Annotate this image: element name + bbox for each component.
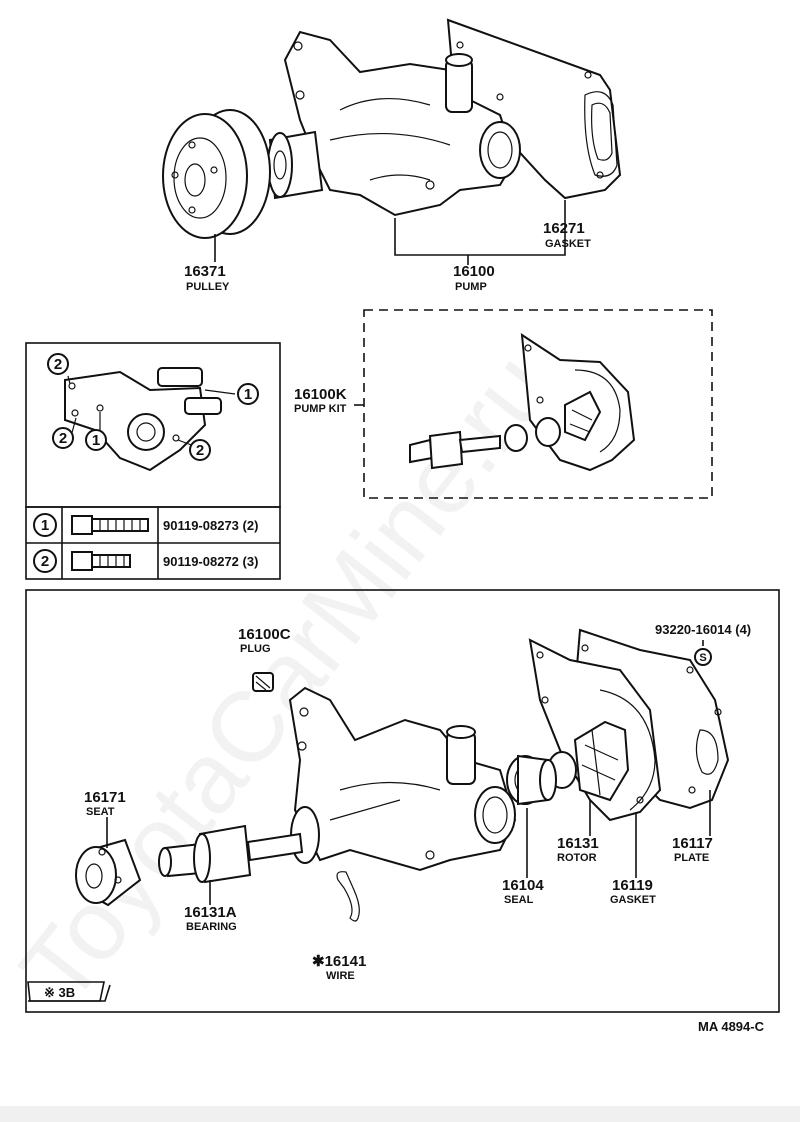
- bolt-marker-2: 2: [59, 430, 67, 447]
- plate-number: 16117: [672, 835, 713, 852]
- gasket-bottom-label: GASKET: [610, 894, 656, 906]
- pulley-label: PULLEY: [186, 281, 230, 293]
- bolt-s-number: 93220-16014 (4): [655, 622, 751, 637]
- table-part-1: 90119-08273 (2): [163, 518, 258, 533]
- bearing-label: BEARING: [186, 921, 237, 933]
- bolt-marker-2: 2: [54, 356, 62, 373]
- pump-kit-group: [354, 309, 713, 499]
- plug-label: PLUG: [240, 643, 271, 655]
- table-part-2: 90119-08272 (3): [163, 554, 258, 569]
- bolt-marker-1: 1: [92, 432, 100, 449]
- pump-body-exploded-shape: [288, 686, 517, 872]
- bottom-strip: [0, 1106, 800, 1122]
- table-marker-2: 2: [41, 553, 49, 570]
- bolt-table: [25, 506, 281, 580]
- rotor-number: 16131: [557, 835, 599, 852]
- drawing-code: MA 4894-C: [698, 1019, 765, 1034]
- pump-label: PUMP: [455, 281, 487, 293]
- seat-label: SEAT: [86, 806, 115, 818]
- gasket-top-number: 16271: [543, 220, 585, 237]
- plug-number: 16100C: [238, 626, 291, 643]
- wire-label: WIRE: [326, 970, 355, 982]
- pulley-number: 16371: [184, 263, 226, 280]
- rotor-label: ROTOR: [557, 852, 597, 864]
- bolt-location-box: [25, 342, 281, 508]
- plug-shape: [252, 672, 274, 692]
- bearing-number: 16131A: [184, 904, 237, 921]
- pump-number: 16100: [453, 263, 495, 280]
- exploded-view: [25, 589, 780, 1013]
- pump-kit-label: PUMP KIT: [294, 403, 347, 415]
- bolt-s-marker: S: [699, 652, 706, 664]
- section-note: ※ 3B: [44, 985, 75, 1000]
- pulley-shape: [162, 109, 271, 239]
- plate-label: PLATE: [674, 852, 709, 864]
- bolt-marker-1: 1: [244, 386, 252, 403]
- top-assembly: [162, 18, 622, 265]
- bolt-marker-2: 2: [196, 442, 204, 459]
- seal-label: SEAL: [504, 894, 534, 906]
- pump-kit-number: 16100K: [294, 386, 347, 403]
- gasket-top-label: GASKET: [545, 238, 591, 250]
- wire-number: ✱16141: [312, 953, 366, 970]
- table-marker-1: 1: [41, 517, 49, 534]
- seal-number: 16104: [502, 877, 544, 894]
- gasket-bottom-number: 16119: [612, 877, 653, 894]
- seat-number: 16171: [84, 789, 126, 806]
